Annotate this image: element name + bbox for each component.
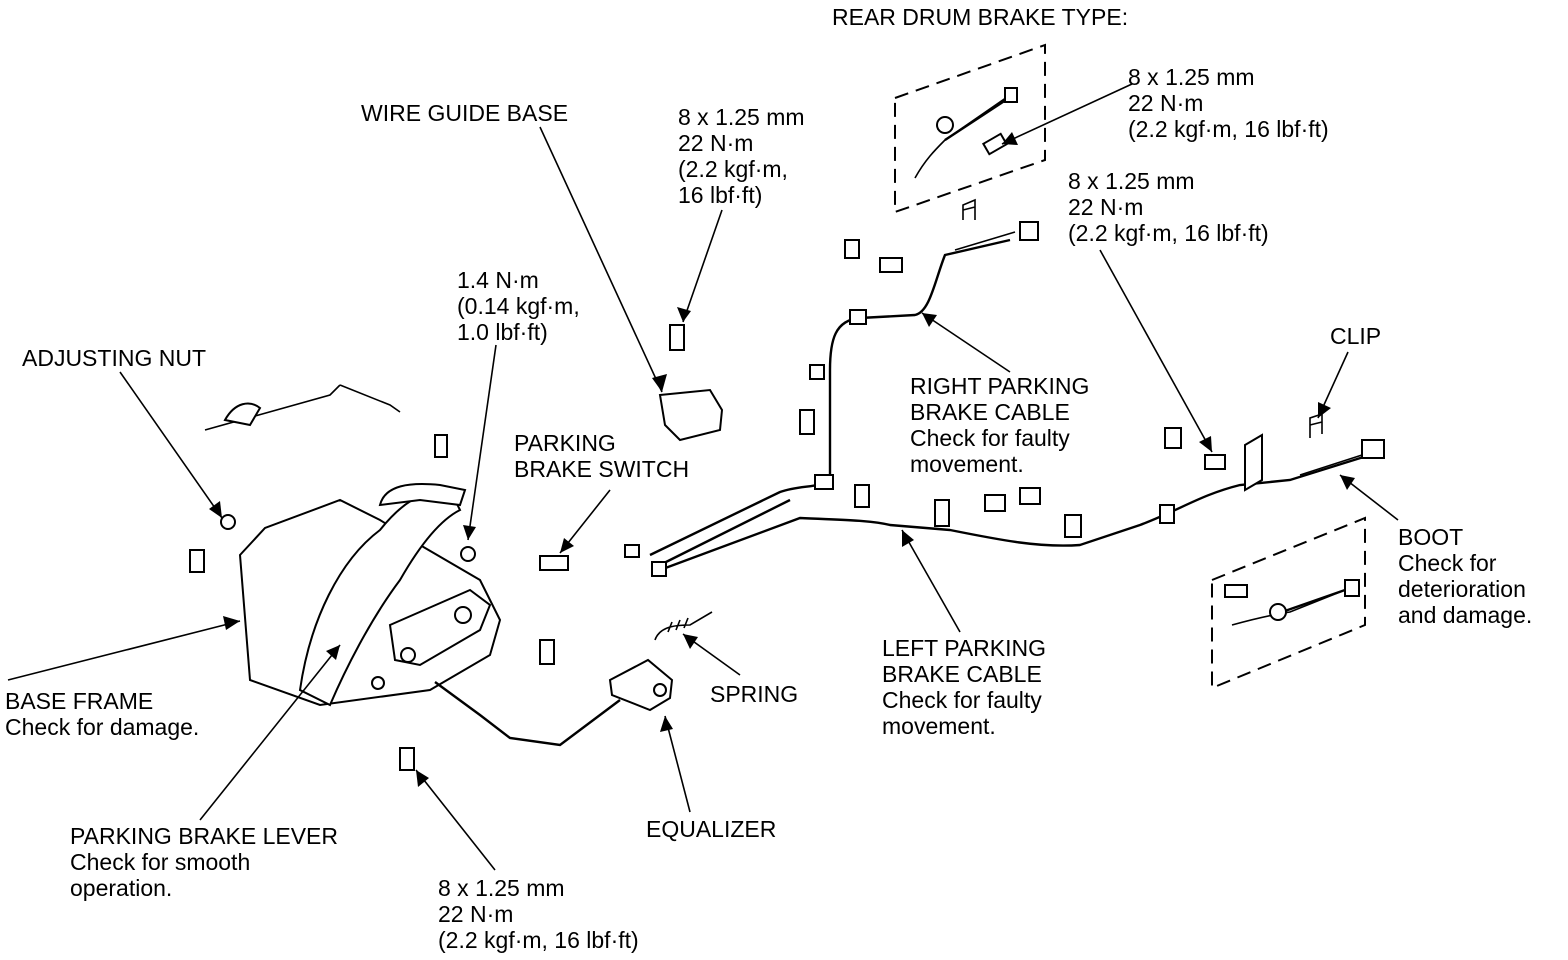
left-parking-brake-cable-art	[651, 427, 1385, 577]
rear-drum-brake-type-label: REAR DRUM BRAKE TYPE:	[832, 4, 1129, 30]
leader-lines	[7, 83, 1399, 871]
rear-drum-inset-top	[894, 43, 1046, 214]
clip-top-inset	[962, 198, 976, 220]
equalizer-label: EQUALIZER	[646, 816, 777, 842]
wire-guide-base-label: WIRE GUIDE BASE	[361, 100, 569, 126]
spring-art	[654, 611, 713, 641]
equalizer-art	[608, 658, 674, 712]
rear-drum-inset-right	[1211, 516, 1366, 690]
clip-label: CLIP	[1330, 323, 1382, 349]
drum-cable-end-top	[914, 87, 1018, 179]
torque-spec-switch: 1.4 N·m(0.14 kgf·m,1.0 lbf·ft)	[457, 267, 580, 345]
clip-right	[1309, 412, 1323, 438]
drum-cable-end-right	[1224, 579, 1360, 626]
parking-brake-lever-assembly	[189, 324, 724, 771]
right-parking-brake-cable-art	[624, 221, 1039, 567]
spring-label: SPRING	[710, 681, 799, 707]
adjusting-nut-label: ADJUSTING NUT	[22, 345, 206, 371]
